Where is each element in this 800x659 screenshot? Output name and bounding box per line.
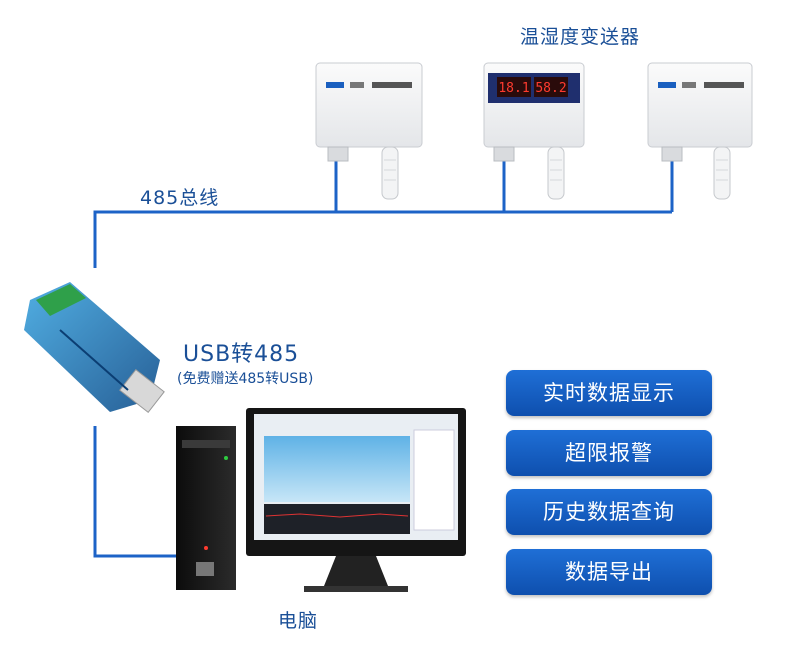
transmitter-group-title: 温湿度变送器 bbox=[520, 26, 641, 48]
converter-subtitle: (免费赠送485转USB) bbox=[177, 371, 314, 387]
transmitter-2: 18.1 58.2 bbox=[483, 62, 585, 200]
pc-tower bbox=[176, 426, 236, 590]
feature-history-query: 历史数据查询 bbox=[506, 489, 712, 535]
usb-converter bbox=[24, 282, 165, 414]
monitor bbox=[246, 408, 466, 592]
feature-realtime-display: 实时数据显示 bbox=[506, 370, 712, 416]
display-value-2: 58.2 bbox=[535, 81, 566, 96]
computer-label: 电脑 bbox=[278, 610, 319, 632]
display-value-1: 18.1 bbox=[498, 81, 529, 96]
feature-data-export: 数据导出 bbox=[506, 549, 712, 595]
converter-title: USB转485 bbox=[183, 342, 300, 367]
bus-wiring bbox=[93, 152, 674, 558]
feature-over-limit-alarm: 超限报警 bbox=[506, 430, 712, 476]
transmitter-3 bbox=[647, 62, 753, 200]
bus-label: 485总线 bbox=[140, 187, 220, 209]
transmitter-1 bbox=[315, 62, 423, 200]
pc-link-line bbox=[93, 426, 182, 558]
bus-main-line bbox=[93, 210, 672, 268]
